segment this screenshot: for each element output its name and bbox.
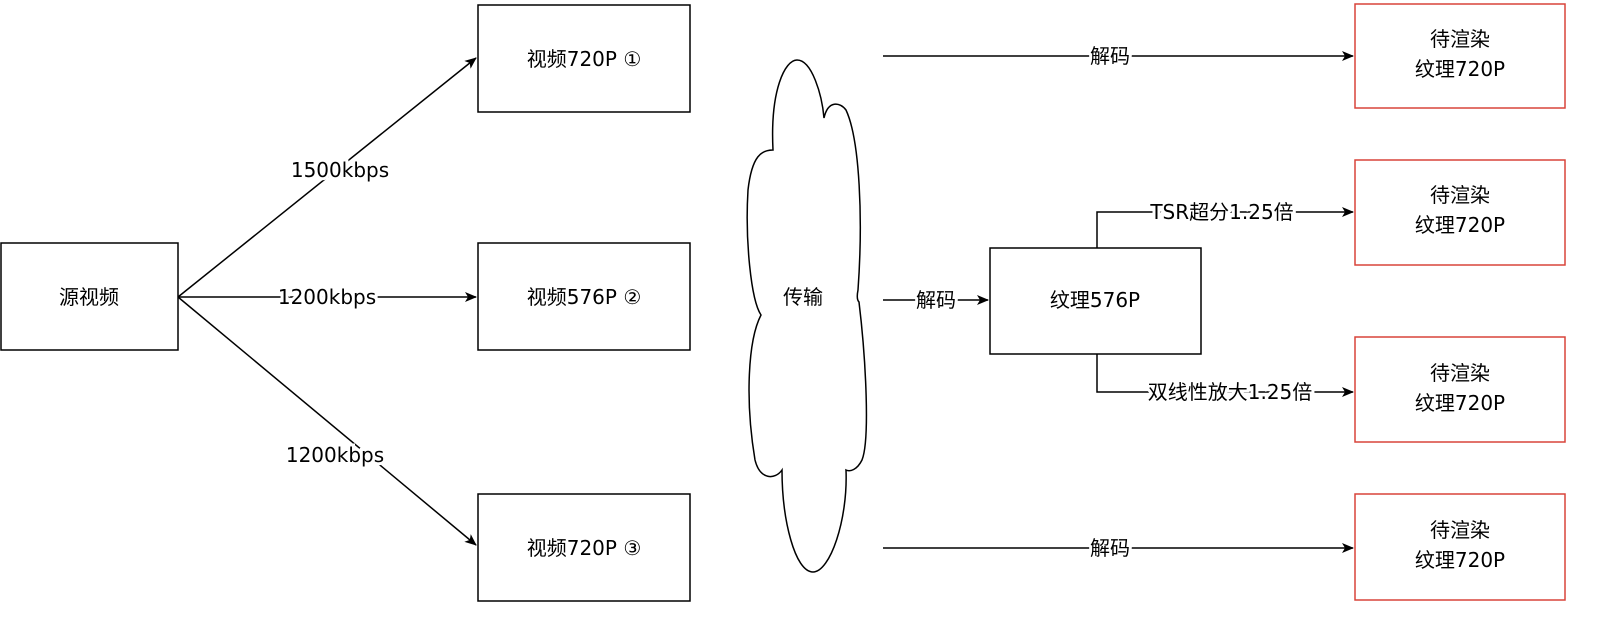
- edge-bilinear: 双线性放大1.25倍: [1096, 354, 1354, 407]
- node-video-720p-3[interactable]: 视频720P ③: [477, 493, 691, 602]
- node-video-576p-2[interactable]: 视频576P ②: [477, 242, 691, 351]
- edge-source-video2: 1200kbps: [178, 282, 477, 312]
- node-label-line2: 纹理720P: [1415, 213, 1505, 237]
- node-video-720p-1[interactable]: 视频720P ①: [477, 4, 691, 113]
- node-render-texture-4[interactable]: 待渲染 纹理720P: [1354, 493, 1566, 601]
- edge-label: TSR超分1.25倍: [1149, 200, 1293, 224]
- edge-tsr: TSR超分1.25倍: [1096, 197, 1354, 248]
- node-label-line1: 待渲染: [1430, 27, 1490, 51]
- node-label: 传输: [783, 285, 823, 309]
- node-texture-576p[interactable]: 纹理576P: [989, 247, 1202, 355]
- node-label-line2: 纹理720P: [1415, 548, 1505, 572]
- edge-label: 1200kbps: [286, 443, 384, 467]
- node-label: 视频576P ②: [527, 285, 642, 309]
- node-label-line1: 待渲染: [1430, 183, 1490, 207]
- edge-decode-mid: 解码: [883, 285, 989, 315]
- node-label-line1: 待渲染: [1430, 518, 1490, 542]
- edge-decode-top: 解码: [883, 41, 1354, 71]
- edge-label: 解码: [1090, 536, 1130, 560]
- node-render-texture-2[interactable]: 待渲染 纹理720P: [1354, 159, 1566, 266]
- node-render-texture-1[interactable]: 待渲染 纹理720P: [1354, 3, 1566, 109]
- edge-source-video3: 1200kbps: [177, 296, 477, 546]
- node-label-line1: 待渲染: [1430, 361, 1490, 385]
- node-label: 纹理576P: [1050, 288, 1140, 312]
- edge-source-video1: 1500kbps: [177, 57, 477, 298]
- edge-label: 双线性放大1.25倍: [1148, 380, 1313, 404]
- edge-label: 解码: [916, 288, 956, 312]
- node-render-texture-3[interactable]: 待渲染 纹理720P: [1354, 336, 1566, 443]
- edge-decode-bottom: 解码: [883, 533, 1354, 563]
- node-transfer-cloud[interactable]: 传输: [746, 59, 868, 573]
- node-label: 视频720P ①: [527, 47, 642, 71]
- edge-label: 1500kbps: [291, 158, 389, 182]
- edge-label: 1200kbps: [278, 285, 376, 309]
- node-label-line2: 纹理720P: [1415, 57, 1505, 81]
- node-label: 视频720P ③: [527, 536, 642, 560]
- node-label-line2: 纹理720P: [1415, 391, 1505, 415]
- node-source-video[interactable]: 源视频: [0, 242, 179, 351]
- edge-label: 解码: [1090, 44, 1130, 68]
- node-label: 源视频: [59, 285, 119, 309]
